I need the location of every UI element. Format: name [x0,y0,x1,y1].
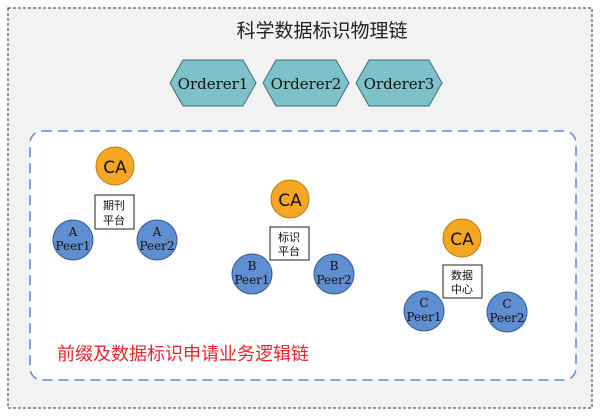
orderer-2: Orderer2 [262,59,350,107]
org-a-platform-line1: 期刊 [103,199,125,212]
orderer-2-label: Orderer2 [271,75,342,93]
org-b-peer2 [313,253,355,295]
orderer-1-label: Orderer1 [178,75,249,93]
org-b-peer1 [231,253,273,295]
org-a-ca-label: CA [103,158,127,178]
org-c-peer2-line1: C [502,297,511,311]
org-b-platform-line1: 标识 [278,230,300,244]
org-b-peer2-line1: B [330,259,339,273]
org-c-peer1-line1: C [419,296,428,310]
org-b-platform-line2: 平台 [278,244,300,258]
org-b-ca [270,179,310,219]
org-a-peer2 [136,219,178,261]
org-a: CA 期刊 平台 A Peer1 A Peer2 [52,146,178,261]
org-c-ca [442,218,482,258]
org-c-peer1 [403,290,445,332]
org-c-platform-line2: 中心 [451,283,473,296]
org-c: CA 数据 中心 C Peer1 C Peer2 [403,218,528,333]
org-c-ca-label: CA [450,230,474,250]
org-b-peer1-line1: B [248,259,257,273]
org-a-peer2-line2: Peer2 [139,239,174,253]
org-c-peer2-line2: Peer2 [489,311,524,325]
org-b-peer1-line2: Peer1 [234,273,269,287]
org-b-ca-label: CA [278,191,302,211]
org-a-platform-line2: 平台 [103,213,125,227]
org-a-peer2-line1: A [152,225,162,239]
org-c-platform-box [442,264,483,299]
org-b-platform-box [269,226,310,261]
org-a-peer1 [52,219,94,261]
orderer-3-label: Orderer3 [364,75,435,93]
chain-title: 科学数据标识物理链 [236,20,407,42]
org-c-peer1-line2: Peer1 [406,310,441,324]
org-a-peer1-line2: Peer1 [55,239,90,253]
org-a-platform-box [94,194,135,230]
org-c-peer2 [486,291,528,333]
org-b: CA 标识 平台 B Peer1 B Peer2 [231,179,355,295]
org-c-platform-line1: 数据 [451,268,473,282]
orderer-3: Orderer3 [355,59,443,107]
orderer-1: Orderer1 [169,59,257,107]
org-a-ca [95,146,135,186]
org-a-peer1-line1: A [68,225,78,239]
org-b-peer2-line2: Peer2 [316,273,351,287]
logic-chain-label: 前缀及数据标识申请业务逻辑链 [57,344,309,365]
